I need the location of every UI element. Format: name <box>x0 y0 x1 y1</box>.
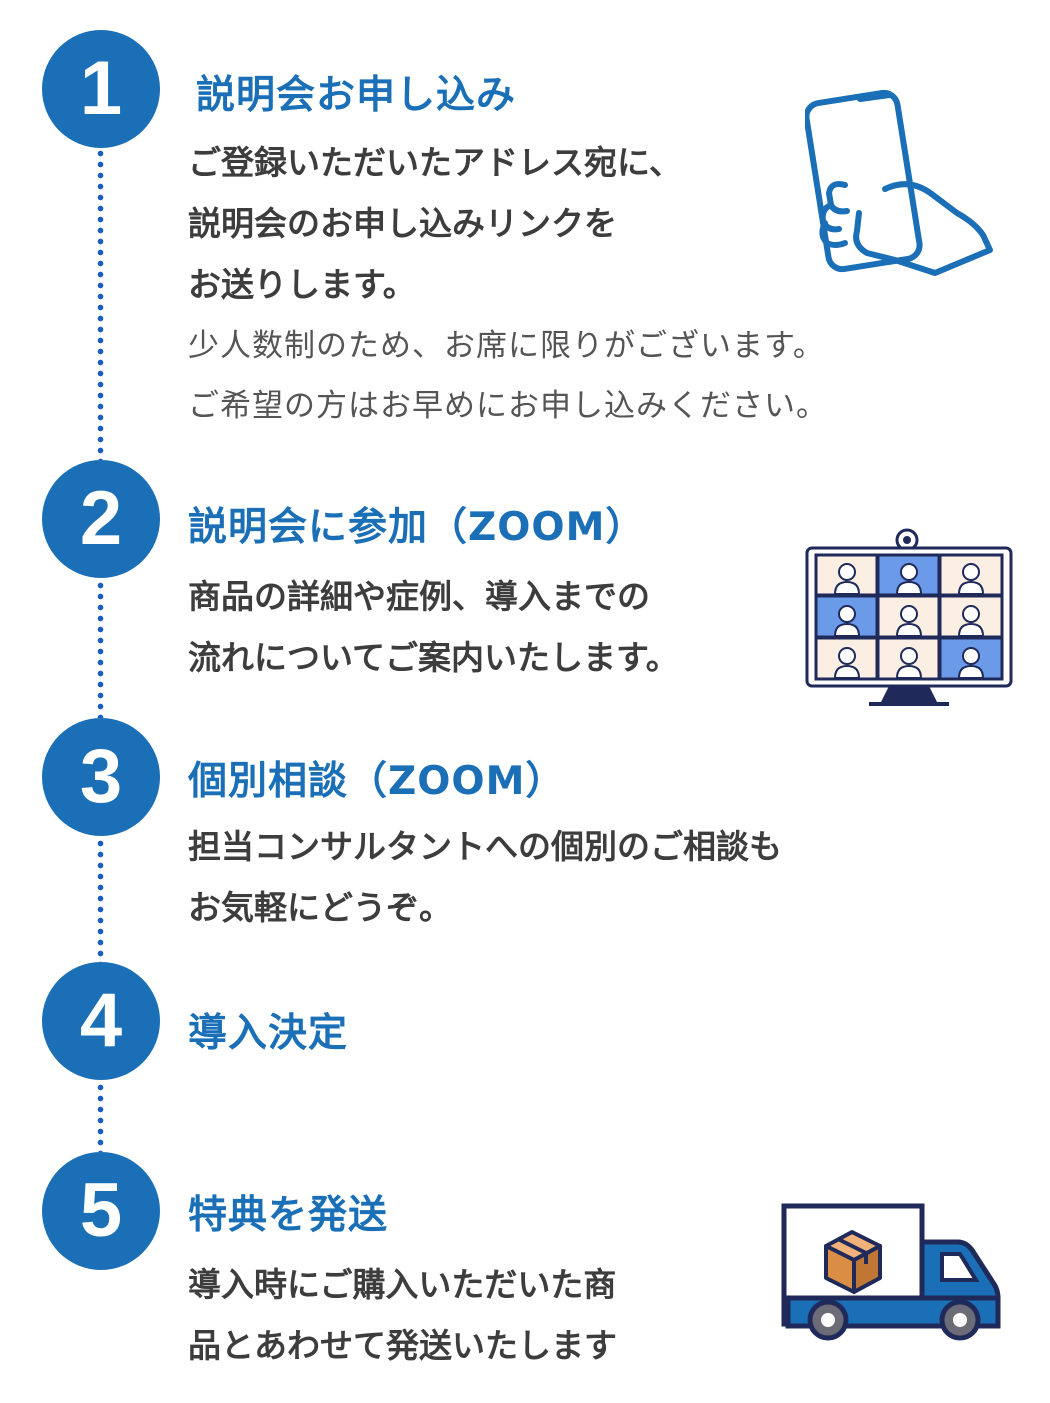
step-number-badge: 1 <box>42 30 160 148</box>
video-conference-monitor-icon <box>805 528 1013 706</box>
step-title: 特典を発送 <box>188 1193 389 1238</box>
step-connector <box>97 1082 104 1152</box>
step-description: 担当コンサルタントへの個別のご相談も お気軽にどうぞ。 <box>188 827 782 927</box>
hand-holding-smartphone-icon <box>805 89 993 276</box>
step-title: 導入決定 <box>188 1011 349 1056</box>
step-number-badge: 5 <box>42 1152 160 1270</box>
step-connector <box>97 838 104 962</box>
step-description: ご登録いただいたアドレス宛に、 説明会のお申し込みリンクを お送りします。 <box>188 143 683 304</box>
step-note: 少人数制のため、お席に限りがございます。 ご希望の方はお早めにお申し込みください… <box>188 328 828 424</box>
step-connector <box>97 580 104 718</box>
step-description: 導入時にご購入いただいた商 品とあわせて発送いたします <box>188 1265 617 1365</box>
step-number-badge: 4 <box>42 962 160 1080</box>
step-title: 説明会に参加（ZOOM） <box>188 505 646 550</box>
delivery-truck-icon <box>781 1203 1001 1341</box>
step-title: 個別相談（ZOOM） <box>188 759 566 804</box>
step-number-badge: 3 <box>42 718 160 836</box>
step-connector <box>97 148 104 460</box>
step-title: 説明会お申し込み <box>196 73 517 118</box>
step-number-badge: 2 <box>42 460 160 578</box>
step-description: 商品の詳細や症例、導入までの 流れについてご案内いたします。 <box>188 577 679 677</box>
